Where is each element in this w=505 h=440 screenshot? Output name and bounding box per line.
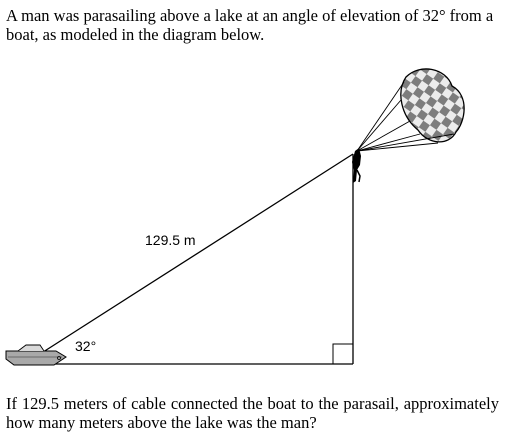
- right-angle-marker: [332, 343, 353, 364]
- cable-length-label: 129.5 m: [145, 232, 196, 248]
- parasailer-figure-icon: [352, 148, 361, 183]
- parasail-canopy-icon: [356, 68, 465, 152]
- problem-intro-text: A man was parasailing above a lake at an…: [6, 6, 494, 44]
- boat-icon: [5, 344, 67, 366]
- problem-question-text: If 129.5 meters of cable connected the b…: [6, 394, 499, 432]
- cable-hypotenuse: [39, 153, 354, 355]
- angle-label: 32°: [75, 338, 96, 354]
